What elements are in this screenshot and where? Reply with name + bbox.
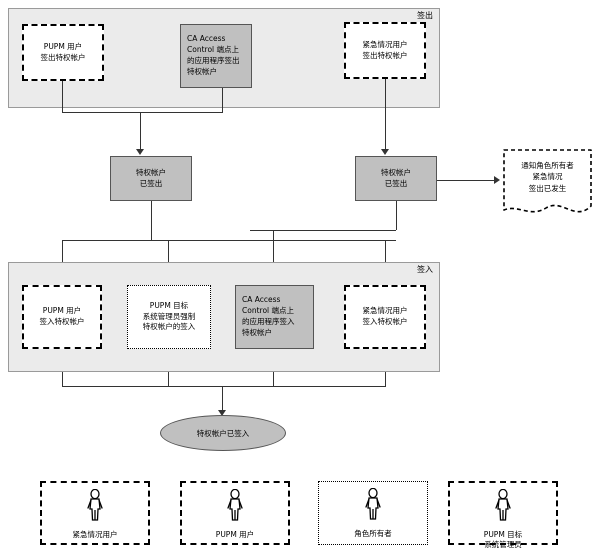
connector-vline	[140, 112, 141, 150]
node-line: Control 端点上	[187, 45, 239, 55]
connector-hline	[62, 240, 396, 241]
person-icon	[224, 488, 246, 527]
legend-caption: 紧急情况用户	[73, 530, 118, 540]
oval-label: 特权帐户已签入	[196, 428, 250, 438]
doc-line: 通知角色所有者	[521, 161, 574, 170]
node-line: 已签出	[139, 178, 163, 188]
node-account-checked-out-right[interactable]: 特权帐户 已签出	[355, 156, 437, 201]
node-pupm-target-admin-checkin[interactable]: PUPM 目标 系统管理员强制 特权帐户的签入	[127, 285, 211, 349]
node-line: 紧急情况用户	[362, 39, 408, 49]
doc-shape-icon	[503, 149, 592, 213]
connector-vline	[168, 372, 169, 386]
connector-arrowhead	[494, 176, 500, 184]
legend-line: 紧急情况用户	[72, 530, 118, 539]
node-pupm-user-checkin[interactable]: PUPM 用户 签入特权帐户	[22, 285, 102, 349]
legend-caption: 角色所有者	[354, 529, 392, 539]
node-line: 签出特权帐户	[362, 50, 408, 60]
node-ca-access-control-checkout[interactable]: CA Access Control 端点上 的应用程序签出 特权帐户	[180, 24, 252, 88]
connector-arrowhead	[136, 149, 144, 155]
node-line: 签入特权帐户	[362, 317, 408, 326]
legend-item-pupm-target-admin[interactable]: PUPM 目标 系统管理员	[448, 481, 558, 549]
doc-line: 紧急情况	[532, 172, 563, 182]
node-line: PUPM 用户	[42, 306, 82, 316]
node-line: 签入特权帐户	[39, 317, 85, 326]
connector-vline	[151, 201, 152, 240]
legend-item-role-owner[interactable]: 角色所有者	[318, 481, 428, 545]
node-line: 的应用程序签出	[187, 56, 240, 65]
node-account-checked-out-left[interactable]: 特权帐户 已签出	[110, 156, 192, 201]
connector-hline	[250, 230, 396, 231]
legend-caption: PUPM 目标 系统管理员	[484, 530, 522, 550]
connector-hline	[62, 112, 223, 113]
node-account-checked-in[interactable]: 特权帐户已签入	[160, 415, 286, 451]
node-line: 特权帐户	[242, 327, 272, 337]
node-line: 系统管理员强制	[142, 311, 196, 321]
node-line: Control 端点上	[242, 306, 294, 316]
connector-vline	[168, 240, 169, 278]
node-line: 特权帐户	[381, 167, 411, 177]
node-line: 签出特权帐户	[40, 52, 86, 62]
node-ca-access-control-checkin[interactable]: CA Access Control 端点上 的应用程序签入 特权帐户	[235, 285, 314, 349]
node-pupm-user-checkout[interactable]: PUPM 用户 签出特权帐户	[22, 24, 104, 81]
legend-line: 角色所有者	[354, 529, 392, 538]
connector-vline	[62, 372, 63, 386]
connector-vline	[385, 372, 386, 386]
connector-vline	[62, 240, 63, 278]
node-line: 已签出	[384, 178, 408, 188]
node-emergency-user-checkin[interactable]: 紧急情况用户 签入特权帐户	[344, 285, 426, 349]
connector-hline	[62, 386, 386, 387]
connector-vline	[62, 81, 63, 112]
connector-vline	[396, 201, 397, 230]
legend-line: PUPM 用户	[215, 530, 255, 539]
node-line: PUPM 用户	[43, 41, 83, 51]
phase-checkin-label: 签入	[417, 265, 433, 274]
node-line: 特权帐户	[136, 167, 166, 177]
legend-line: 系统管理员	[484, 540, 522, 550]
node-line: CA Access	[187, 34, 226, 44]
connector-vline	[273, 372, 274, 386]
connector-hline	[437, 180, 495, 181]
connector-arrowhead	[218, 410, 226, 416]
person-icon	[84, 488, 106, 527]
legend-item-emergency-user[interactable]: 紧急情况用户	[40, 481, 150, 545]
legend-caption: PUPM 用户	[216, 530, 254, 540]
phase-checkout-label: 签出	[417, 11, 433, 20]
node-line: PUPM 目标	[149, 300, 189, 310]
connector-arrowhead	[381, 149, 389, 155]
doc-notify-role-owner[interactable]: 通知角色所有者 紧急情况 签出已发生	[500, 146, 595, 221]
person-icon	[362, 487, 384, 526]
connector-vline	[385, 240, 386, 278]
doc-text: 通知角色所有者 紧急情况 签出已发生	[500, 160, 595, 194]
node-line: 紧急情况用户	[362, 306, 408, 316]
person-icon	[492, 488, 514, 527]
doc-line: 签出已发生	[528, 183, 567, 193]
connector-vline	[273, 230, 274, 278]
connector-vline	[385, 79, 386, 150]
node-line: 特权帐户的签入	[142, 322, 196, 332]
node-line: 的应用程序签入	[242, 317, 295, 326]
node-line: 特权帐户	[187, 66, 217, 76]
connector-vline	[222, 88, 223, 112]
legend-line: PUPM 目标	[483, 530, 523, 539]
node-emergency-user-checkout[interactable]: 紧急情况用户 签出特权帐户	[344, 22, 426, 79]
legend-item-pupm-user[interactable]: PUPM 用户	[180, 481, 290, 545]
connector-vline	[222, 386, 223, 411]
node-line: CA Access	[242, 295, 281, 305]
